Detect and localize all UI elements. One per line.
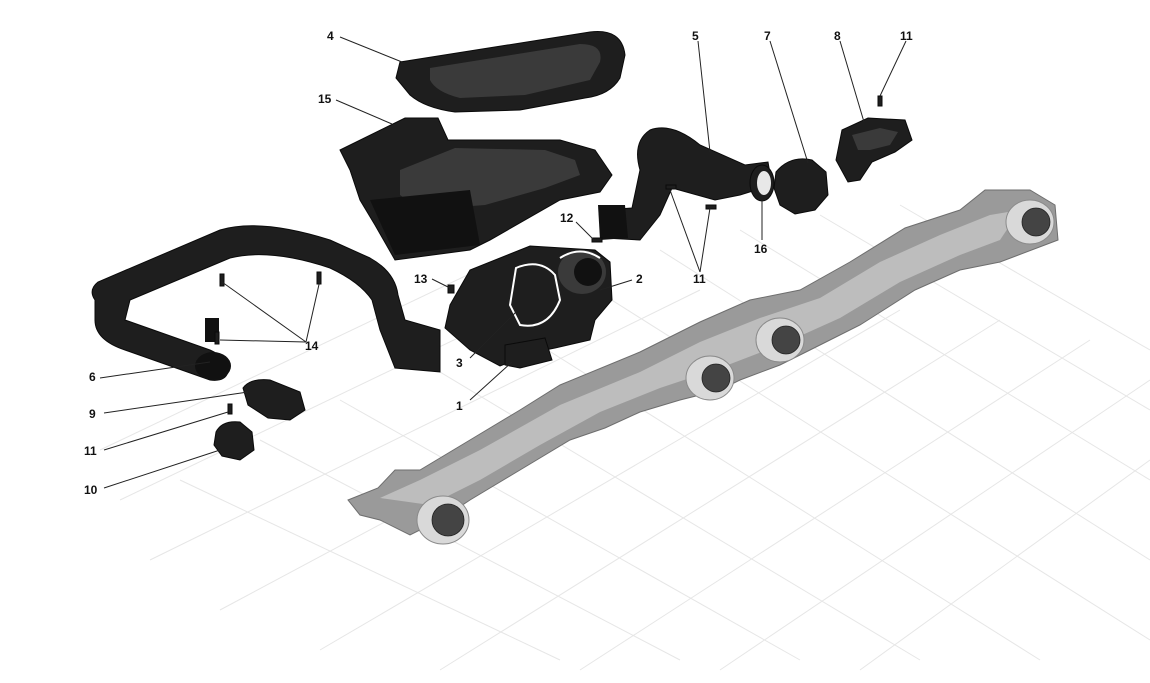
screw-part-11-top: [877, 95, 883, 107]
manifold-trumpet-3: [755, 317, 805, 363]
part-8-inlet: [835, 117, 913, 183]
callout-14: 14: [305, 339, 319, 353]
manifold-trumpet-4: [1005, 199, 1055, 245]
part-2-throttle-housing: [444, 245, 613, 367]
callout-12: 12: [560, 211, 574, 225]
part-15-air-box: [339, 117, 613, 261]
callout-labels: 4 15 5 7 8 11 16 11 12 2 13 14 3 1 6 9 1…: [84, 29, 913, 497]
callout-15: 15: [318, 92, 332, 106]
part-7-elbow: [773, 158, 829, 215]
floor-grid: [99, 204, 1150, 671]
callout-13: 13: [414, 272, 428, 286]
callout-9: 9: [89, 407, 96, 421]
screw-part-11-left: [227, 403, 233, 415]
screw-part-12: [591, 237, 603, 243]
leader-lines: [99, 36, 907, 489]
screw-part-14-a: [219, 273, 225, 287]
screw-part-14-c: [214, 331, 220, 345]
screw-part-13: [447, 284, 455, 294]
callout-3: 3: [456, 356, 463, 370]
part-4-intake-frame: [395, 30, 626, 113]
part-5-intake-duct: [598, 127, 773, 241]
part-10-valve: [213, 421, 255, 461]
part-6-intake-tube: [91, 225, 441, 381]
part-9-sensor-housing: [242, 379, 306, 421]
callout-11-top: 11: [900, 29, 913, 43]
callout-10: 10: [84, 483, 98, 497]
screw-part-11-duct-b: [705, 204, 717, 210]
callout-16: 16: [754, 242, 768, 256]
callout-2: 2: [636, 272, 643, 286]
callout-6: 6: [89, 370, 96, 384]
manifold-trumpet-2: [685, 355, 735, 401]
callout-4: 4: [327, 29, 334, 43]
callout-5: 5: [692, 29, 699, 43]
callout-8: 8: [834, 29, 841, 43]
callout-11-duct: 11: [693, 272, 706, 286]
callout-11-left: 11: [84, 444, 97, 458]
part-16-clamp-ring: [749, 164, 775, 202]
part-1-lower-housing: [504, 337, 553, 369]
callout-1: 1: [456, 399, 463, 413]
screw-part-11-duct-a: [665, 184, 677, 190]
manifold-trumpet-1: [416, 495, 470, 545]
callout-7: 7: [764, 29, 771, 43]
